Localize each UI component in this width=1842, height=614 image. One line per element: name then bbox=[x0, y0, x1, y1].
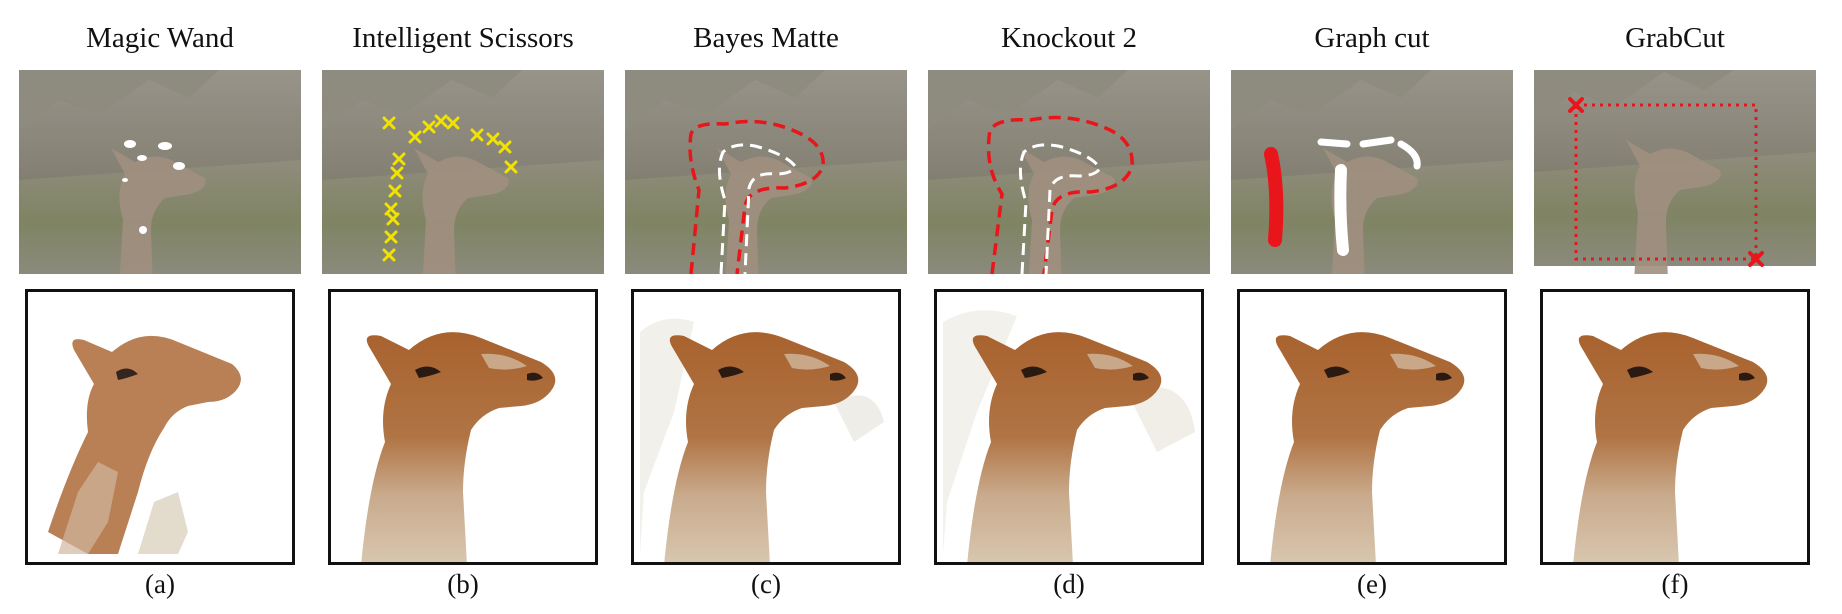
panel-caption: (d) bbox=[1053, 569, 1085, 599]
panel-caption: (e) bbox=[1357, 569, 1387, 599]
panel-title: Intelligent Scissors bbox=[352, 22, 574, 54]
panel-title: Bayes Matte bbox=[693, 22, 839, 54]
panel-e: Graph cut (e) bbox=[1231, 0, 1513, 614]
input-photo bbox=[1534, 70, 1816, 274]
panel-title: GrabCut bbox=[1625, 22, 1725, 54]
input-photo bbox=[322, 70, 604, 274]
trimap-inner-contour bbox=[718, 143, 797, 274]
trimap-inner-contour bbox=[1019, 143, 1102, 274]
segmentation-result bbox=[631, 289, 901, 565]
input-photo bbox=[1231, 70, 1513, 274]
panel-caption: (a) bbox=[145, 569, 175, 599]
foreground-brush-stroke bbox=[1317, 136, 1421, 170]
box-corner-marker bbox=[1568, 97, 1584, 113]
segmentation-result bbox=[1237, 289, 1507, 565]
background-brush-stroke bbox=[1264, 147, 1284, 247]
trimap-outer-contour bbox=[688, 119, 825, 274]
panel-caption: (f) bbox=[1661, 569, 1689, 599]
panel-a: Magic Wand (a) bbox=[19, 0, 301, 614]
bounding-box bbox=[1574, 103, 1758, 261]
segmentation-result bbox=[1540, 289, 1810, 565]
panel-f: GrabCut (f) bbox=[1534, 0, 1816, 614]
panel-title: Graph cut bbox=[1314, 22, 1430, 54]
box-corner-marker bbox=[1748, 251, 1764, 267]
input-photo bbox=[625, 70, 907, 274]
segmentation-result bbox=[934, 289, 1204, 565]
panel-caption: (b) bbox=[447, 569, 479, 599]
panel-title: Knockout 2 bbox=[1000, 22, 1138, 54]
panel-caption: (c) bbox=[751, 569, 781, 599]
panel-title: Magic Wand bbox=[86, 22, 234, 54]
panel-d: Knockout 2 (d) bbox=[928, 0, 1210, 614]
input-photo bbox=[928, 70, 1210, 274]
input-photo bbox=[19, 70, 301, 274]
segmentation-result bbox=[25, 289, 295, 565]
foreground-brush-stroke bbox=[1334, 164, 1349, 256]
scissors-seed-points bbox=[382, 114, 518, 262]
segmentation-result bbox=[328, 289, 598, 565]
panel-b: Intelligent Scissors bbox=[322, 0, 604, 614]
magic-wand-seeds bbox=[122, 140, 185, 234]
trimap-outer-contour bbox=[986, 115, 1134, 274]
panel-c: Bayes Matte (c) bbox=[625, 0, 907, 614]
